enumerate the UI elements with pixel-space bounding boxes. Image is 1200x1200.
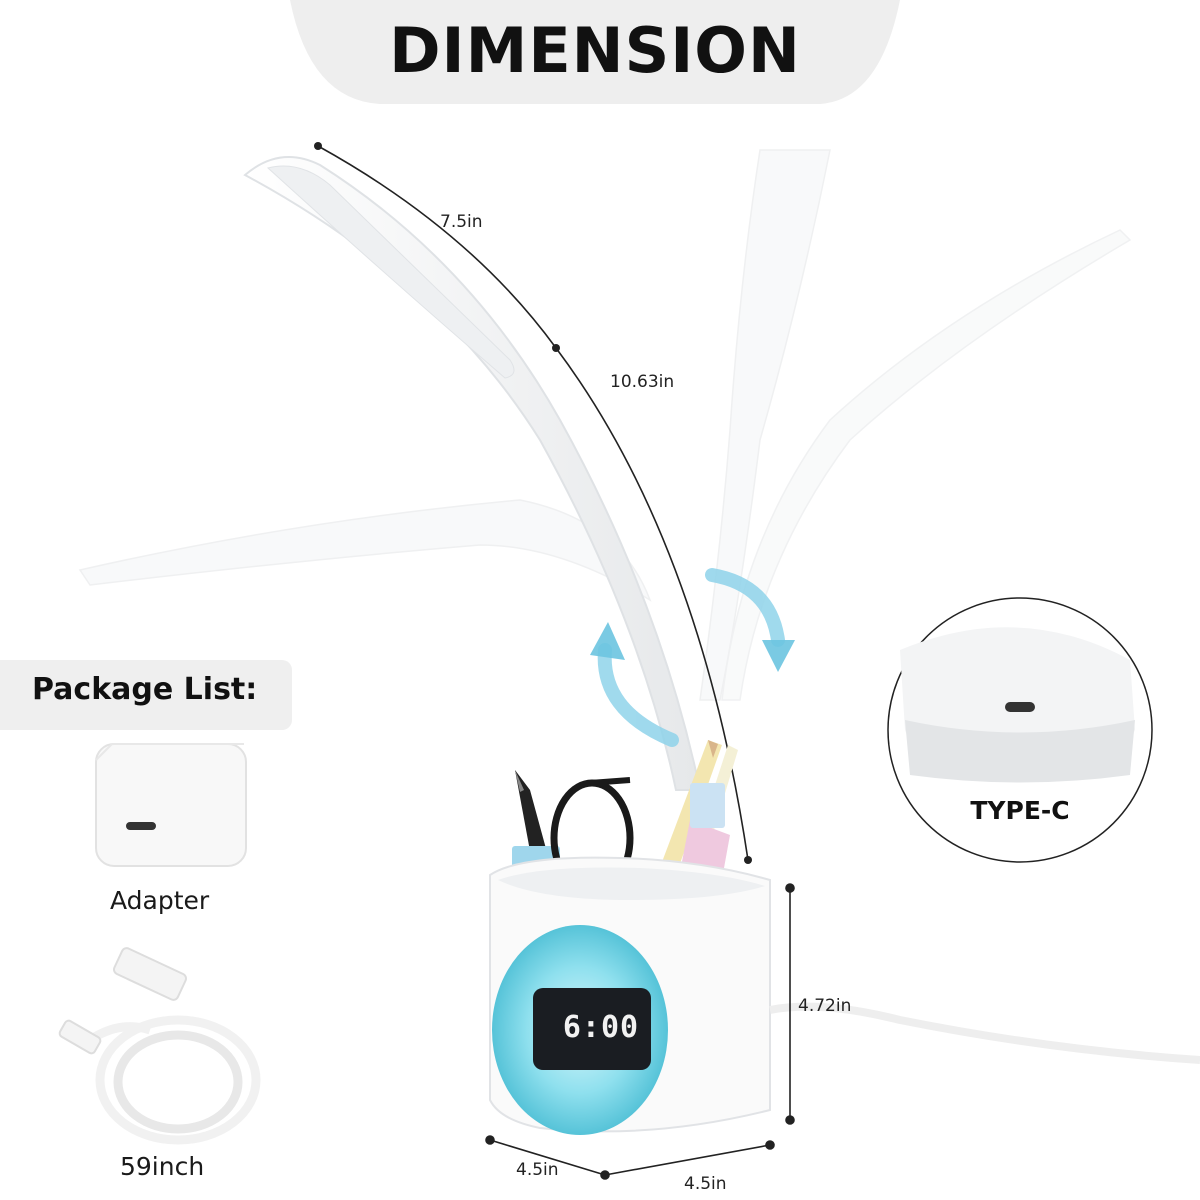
cable-icon [87,1015,261,1145]
main-arm [243,156,702,791]
arm-length-lower-label: 10.63in [610,372,675,392]
cable-caption: 59inch [120,1152,205,1181]
type-c-label: TYPE-C [970,796,1070,825]
type-c-detail [887,597,1153,863]
title-banner-bg [290,0,900,104]
adapter-icon [95,743,247,867]
base-height-label: 4.72in [798,996,852,1016]
package-list-title: Package List: [32,672,258,707]
arm-dimension-line [314,142,752,864]
page-title: DIMENSION [389,14,801,87]
base-dimension-lines [485,883,795,1180]
title-banner: DIMENSION [290,0,900,104]
base-width-label: 4.5in [684,1174,727,1194]
clock-display: 6:00 [562,1010,640,1045]
base-depth-label: 4.5in [516,1160,559,1180]
package-list-header: Package List: [0,660,292,730]
rotation-arrows [597,568,785,747]
lamp-base [489,856,1200,1135]
adapter-caption: Adapter [110,886,210,915]
arm-length-upper-label: 7.5in [440,212,483,232]
ghost-arms [78,149,1132,701]
